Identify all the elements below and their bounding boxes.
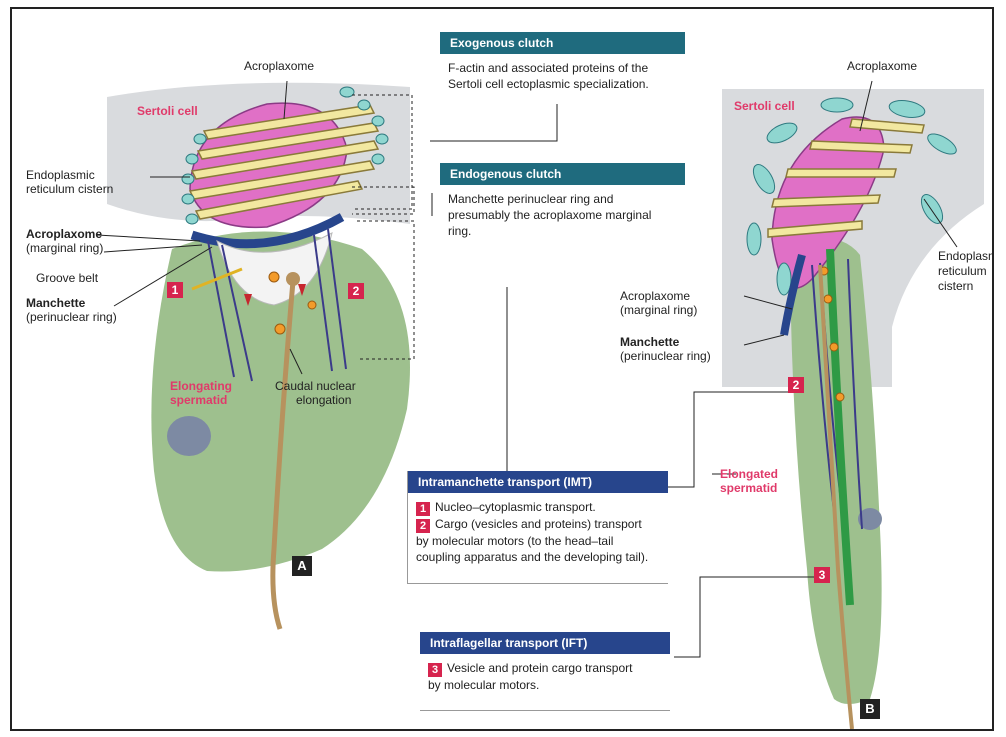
- acroplaxome-label-a: Acroplaxome: [244, 59, 314, 74]
- manchette-sub-a: (perinuclear ring): [26, 310, 117, 325]
- er-label-b-line2: reticulum: [938, 264, 987, 279]
- imt-item-2-line2: by molecular motors (to the head–tail: [416, 533, 660, 549]
- endogenous-line3: ring.: [448, 223, 677, 239]
- er-label-b-line3: cistern: [938, 279, 973, 294]
- sertoli-cell-label-a: Sertoli cell: [137, 104, 198, 119]
- acroplaxome-ring-label-a: Acroplaxome: [26, 227, 102, 242]
- badge-1-a: 1: [167, 282, 183, 298]
- caudal-label-line1: Caudal nuclear: [275, 379, 356, 394]
- manchette-label-b: Manchette: [620, 335, 679, 350]
- badge-3-b: 3: [814, 567, 830, 583]
- acroplaxome-ring-sub-b: (marginal ring): [620, 303, 697, 318]
- panel-a-letter: A: [292, 556, 312, 576]
- er-label-a-line1: Endoplasmic: [26, 168, 95, 183]
- panel-a-drawing: [107, 83, 410, 629]
- spermatid-label-b-line1: Elongated: [720, 467, 778, 482]
- ift-item-3-line2: by molecular motors.: [428, 677, 662, 693]
- exogenous-clutch-title: Exogenous clutch: [440, 32, 685, 54]
- er-label-b-line1: Endoplasmic: [938, 249, 994, 264]
- caudal-label-line2: elongation: [296, 393, 351, 408]
- exogenous-clutch-box: Exogenous clutch F-actin and associated …: [440, 32, 685, 104]
- spermatid-label-a-line2: spermatid: [170, 393, 227, 408]
- er-label-a-line2: reticulum cistern: [26, 182, 113, 197]
- manchette-label-a: Manchette: [26, 296, 85, 311]
- ift-title: Intraflagellar transport (IFT): [420, 632, 670, 654]
- tail-tip-a: [286, 272, 300, 286]
- imt-num-2: 2: [416, 519, 430, 533]
- imt-item-2-line3: coupling apparatus and the developing ta…: [416, 549, 660, 565]
- sertoli-cell-label-b: Sertoli cell: [734, 99, 795, 114]
- panel-b-drawing: [722, 89, 984, 729]
- nucleus-a: [167, 416, 211, 456]
- imt-num-1: 1: [416, 502, 430, 516]
- panel-b-letter: B: [860, 699, 880, 719]
- manchette-sub-b: (perinuclear ring): [620, 349, 711, 364]
- ift-num-3: 3: [428, 663, 442, 677]
- exogenous-line2: Sertoli cell ectoplasmic specialization.: [448, 76, 677, 92]
- endogenous-clutch-title: Endogenous clutch: [440, 163, 685, 185]
- spermatid-label-b-line2: spermatid: [720, 481, 777, 496]
- badge-2-b: 2: [788, 377, 804, 393]
- figure-frame: Acroplaxome Sertoli cell Endoplasmic ret…: [10, 7, 994, 731]
- badge-2-a: 2: [348, 283, 364, 299]
- groove-belt-label: Groove belt: [36, 271, 98, 286]
- acroplaxome-ring-label-b: Acroplaxome: [620, 289, 690, 304]
- imt-title: Intramanchette transport (IMT): [408, 471, 668, 493]
- spermatid-label-a-line1: Elongating: [170, 379, 232, 394]
- endogenous-line2: presumably the acroplaxome marginal: [448, 207, 677, 223]
- exogenous-line1: F-actin and associated proteins of the: [448, 60, 677, 76]
- acroplaxome-ring-sub-a: (marginal ring): [26, 241, 103, 256]
- endogenous-clutch-box: Endogenous clutch Manchette perinuclear …: [440, 163, 685, 251]
- endogenous-line1: Manchette perinuclear ring and: [448, 191, 677, 207]
- acroplaxome-label-b: Acroplaxome: [847, 59, 917, 74]
